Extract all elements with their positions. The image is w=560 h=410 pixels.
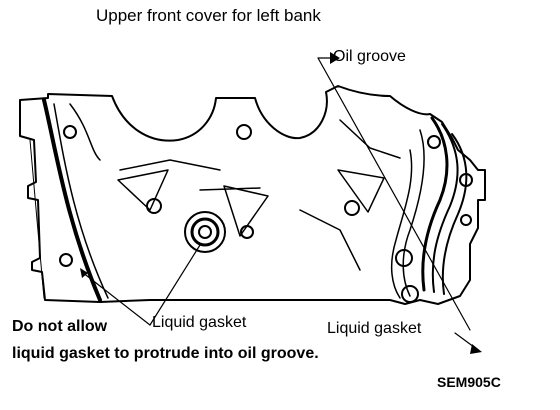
- triangle-recess-left: [117, 169, 169, 211]
- left-gasket-band-outer: [42, 98, 102, 302]
- bolt-hole-1: [63, 125, 77, 139]
- right-gasket-band-2: [431, 123, 459, 293]
- oil-groove-label: Oil groove: [333, 48, 406, 65]
- bolt-hole-4: [240, 225, 254, 239]
- bolt-hole-9: [401, 285, 419, 303]
- liquid-gasket-left-leader-a: [81, 271, 151, 326]
- rib-right-upper: [339, 119, 401, 159]
- figure-code: SEM905C: [437, 374, 501, 390]
- rib-upper: [119, 159, 221, 171]
- oil-groove-arrowhead: [330, 52, 340, 64]
- central-boss-middle: [190, 217, 220, 247]
- central-boss-inner: [198, 225, 212, 239]
- rib-top-left: [69, 103, 101, 161]
- bolt-hole-7: [427, 135, 441, 149]
- triangle-recess-center: [223, 185, 269, 237]
- right-gasket-band-3: [441, 133, 468, 295]
- warning-line-2: liquid gasket to protrude into oil groov…: [12, 345, 319, 362]
- left-flange-edge: [29, 139, 45, 299]
- central-boss-outer: [184, 211, 226, 253]
- liquid-gasket-left-leader-b: [149, 244, 201, 326]
- right-gasket-band-1: [421, 116, 449, 292]
- warning-line-1: Do not allow: [12, 318, 108, 335]
- liquid-gasket-left-arrowhead: [80, 268, 88, 278]
- right-gasket-band-5: [390, 149, 413, 299]
- liquid-gasket-label-left: Liquid gasket: [152, 314, 247, 331]
- rib-right-lower: [299, 209, 361, 271]
- cover-outline: [19, 85, 486, 305]
- diagram-title: Upper front cover for left bank: [96, 6, 321, 25]
- bolt-hole-8: [395, 249, 413, 267]
- bolt-hole-10: [459, 173, 473, 187]
- rib-center: [199, 187, 261, 191]
- right-gasket-band-4: [402, 129, 425, 297]
- oil-groove-leader: [317, 57, 471, 331]
- bolt-hole-6: [59, 253, 73, 267]
- triangle-recess-right: [337, 169, 385, 213]
- liquid-gasket-right-arrowhead: [470, 344, 482, 354]
- left-gasket-band-inner: [53, 103, 109, 299]
- bolt-hole-11: [460, 214, 472, 226]
- liquid-gasket-label-right: Liquid gasket: [327, 320, 422, 337]
- bolt-hole-5: [344, 200, 360, 216]
- bolt-hole-3: [236, 124, 252, 140]
- bolt-hole-2: [146, 198, 162, 214]
